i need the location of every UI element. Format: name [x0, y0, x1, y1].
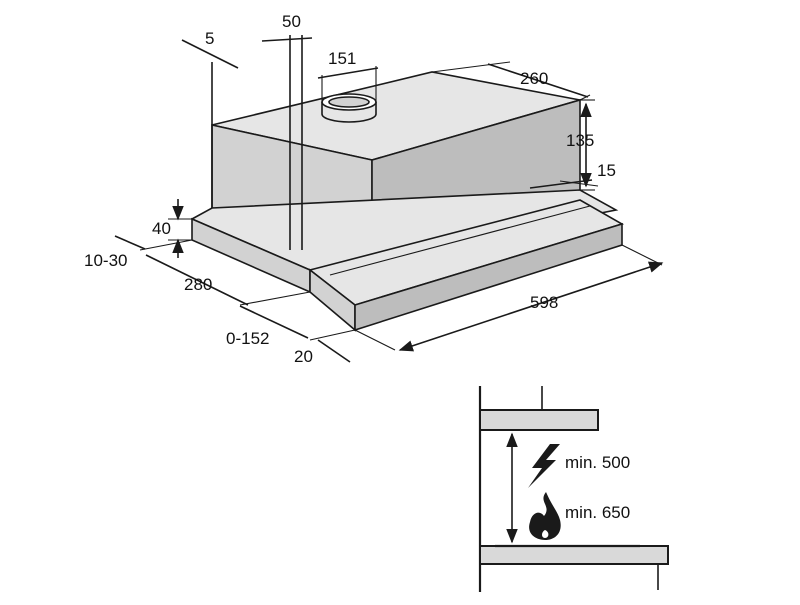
- dimension-labels: 5 50 151 260 135 15 40 10-30 280 0-152 2…: [84, 12, 616, 366]
- dim-15-label: 15: [597, 161, 616, 180]
- dim-10-30-label: 10-30: [84, 251, 127, 270]
- dim-598-line: [398, 261, 664, 352]
- dim-260-label: 260: [520, 69, 548, 88]
- dim-280-line: [145, 254, 249, 306]
- dim-5-line: [181, 39, 239, 69]
- dim-10-30-line: [114, 235, 146, 250]
- dim-151-label: 151: [328, 49, 356, 68]
- dim-280-label: 280: [184, 275, 212, 294]
- dim-260-line: [487, 63, 589, 98]
- duct-collar: [321, 93, 377, 123]
- hob-surface: [479, 545, 669, 565]
- base-plate: [190, 189, 619, 294]
- dim-0-152-label: 0-152: [226, 329, 269, 348]
- dimension-lines: [114, 35, 664, 363]
- dim-20-line: [317, 339, 351, 363]
- dim-20-label: 20: [294, 347, 313, 366]
- dim-598-label: 598: [530, 293, 558, 312]
- hood-shelf: [479, 409, 599, 431]
- lightning-icon: [528, 444, 560, 488]
- flame-icon: [529, 492, 561, 540]
- dim-15-line: [529, 179, 593, 189]
- dim-40-label: 40: [152, 219, 171, 238]
- dim-50-line: [261, 37, 313, 42]
- dim-5-label: 5: [205, 29, 214, 48]
- dim-135-label: 135: [566, 131, 594, 150]
- gas-clearance-label: min. 650: [565, 503, 630, 522]
- dim-151-line: [317, 67, 379, 79]
- dim-50-label: 50: [282, 12, 301, 31]
- electric-clearance-label: min. 500: [565, 453, 630, 472]
- clearance-diagram: min. 500 min. 650: [478, 386, 669, 592]
- dim-0-152-line: [239, 305, 309, 339]
